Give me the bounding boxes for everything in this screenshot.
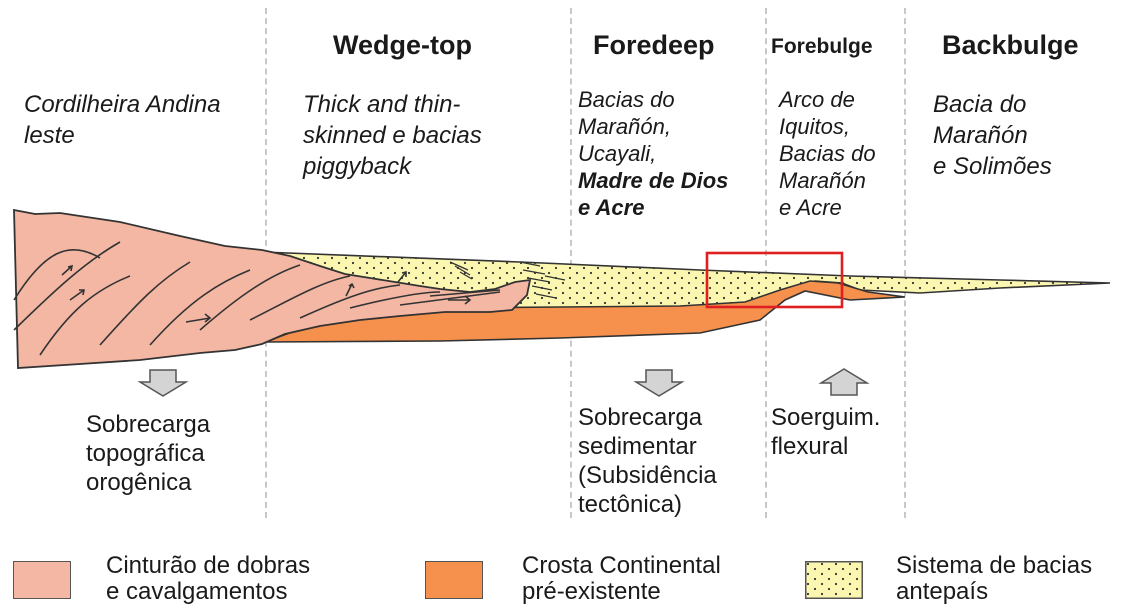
sedimentary-load-arrow-icon (636, 370, 682, 396)
legend-label-crust: Crosta Continental pré-existente (522, 553, 721, 605)
legend-swatch-crust (425, 561, 483, 599)
orogenic-load-arrow-icon (140, 370, 186, 396)
flexural-uplift-note: Soerguim. flexural (771, 403, 880, 461)
orogenic-load-note: Sobrecarga topográfica orogênica (86, 410, 210, 497)
legend-swatch-fold-belt (13, 561, 71, 599)
sedimentary-load-note: Sobrecarga sedimentar (Subsidência tectô… (578, 403, 717, 519)
legend-label-basin: Sistema de bacias antepaís (896, 553, 1092, 605)
legend-label-fold-belt: Cinturão de dobras e cavalgamentos (106, 553, 310, 605)
flexural-uplift-arrow-icon (821, 369, 867, 395)
legend-swatch-basin (805, 561, 863, 599)
